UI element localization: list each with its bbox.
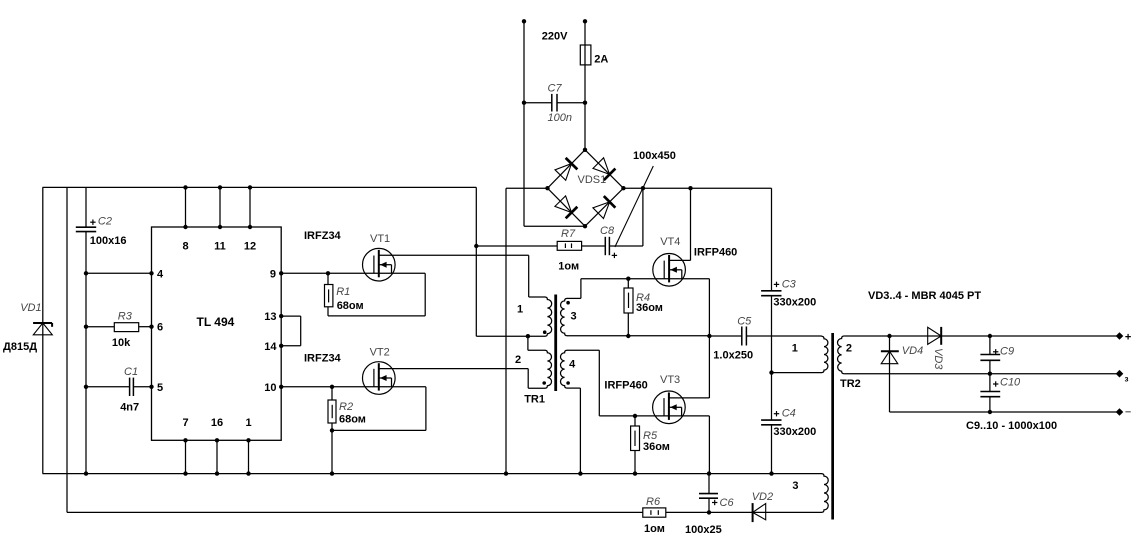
svg-text:16: 16 — [211, 417, 223, 429]
svg-text:13: 13 — [264, 311, 276, 323]
svg-text:12: 12 — [244, 240, 256, 252]
svg-text:36ом: 36ом — [643, 441, 670, 453]
svg-text:8: 8 — [182, 240, 188, 252]
svg-text:IRFZ34: IRFZ34 — [304, 230, 342, 242]
svg-text:C2: C2 — [98, 215, 112, 227]
svg-text:10k: 10k — [112, 337, 131, 349]
svg-text:C3: C3 — [782, 278, 797, 290]
svg-text:7: 7 — [182, 417, 188, 429]
svg-text:IRFP460: IRFP460 — [604, 380, 647, 392]
svg-text:R7: R7 — [561, 228, 576, 240]
svg-text:R2: R2 — [339, 401, 353, 413]
svg-text:R4: R4 — [636, 292, 650, 304]
svg-text:C7: C7 — [548, 82, 563, 94]
svg-text:C1: C1 — [124, 366, 138, 378]
svg-text:1: 1 — [245, 417, 251, 429]
svg-text:9: 9 — [270, 268, 276, 280]
svg-text:−: − — [1125, 406, 1131, 418]
svg-text:R3: R3 — [118, 310, 133, 322]
svg-text:VD3..4 - MBR 4045 PT: VD3..4 - MBR 4045 PT — [868, 290, 981, 302]
svg-text:1ом: 1ом — [558, 261, 579, 273]
svg-text:IRFZ34: IRFZ34 — [304, 352, 342, 364]
svg-text:10: 10 — [264, 382, 276, 394]
svg-text:C8: C8 — [600, 225, 615, 237]
svg-text:C9: C9 — [1000, 345, 1014, 357]
svg-text:330x200: 330x200 — [773, 297, 816, 309]
svg-text:C10: C10 — [1000, 377, 1021, 389]
svg-text:68ом: 68ом — [339, 414, 366, 426]
svg-text:11: 11 — [214, 240, 226, 252]
svg-text:2: 2 — [515, 354, 521, 366]
svg-text:100x450: 100x450 — [633, 150, 676, 162]
svg-text:3: 3 — [792, 480, 798, 492]
svg-text:68ом: 68ом — [337, 300, 364, 312]
svg-text:100n: 100n — [548, 112, 572, 124]
svg-text:5: 5 — [157, 382, 163, 394]
svg-text:VDS1: VDS1 — [578, 174, 607, 186]
svg-text:100x25: 100x25 — [685, 524, 722, 536]
svg-text:з: з — [1125, 375, 1129, 384]
svg-text:VD4: VD4 — [902, 345, 923, 357]
svg-text:C4: C4 — [782, 408, 796, 420]
svg-text:C6: C6 — [720, 497, 735, 509]
svg-text:VD1: VD1 — [20, 302, 41, 314]
svg-text:VD3: VD3 — [932, 348, 944, 370]
svg-text:100x16: 100x16 — [90, 235, 127, 247]
svg-text:6: 6 — [157, 322, 163, 334]
svg-text:TL 494: TL 494 — [197, 315, 235, 329]
svg-text:C5: C5 — [737, 315, 752, 327]
svg-text:3: 3 — [570, 310, 576, 322]
svg-text:TR1: TR1 — [524, 394, 545, 406]
svg-text:R5: R5 — [643, 430, 658, 442]
svg-text:C9..10 - 1000x100: C9..10 - 1000x100 — [966, 420, 1057, 432]
svg-text:4: 4 — [569, 358, 576, 370]
svg-text:1.0x250: 1.0x250 — [713, 350, 753, 362]
svg-text:VT3: VT3 — [660, 374, 680, 386]
svg-text:4n7: 4n7 — [120, 401, 139, 413]
svg-text:14: 14 — [264, 341, 277, 353]
svg-text:2A: 2A — [594, 54, 608, 66]
svg-text:TR2: TR2 — [840, 378, 861, 390]
svg-text:36ом: 36ом — [636, 302, 663, 314]
svg-text:VT4: VT4 — [660, 236, 680, 248]
svg-text:R1: R1 — [336, 286, 350, 298]
svg-text:2: 2 — [846, 343, 852, 355]
svg-text:1ом: 1ом — [644, 523, 665, 535]
svg-text:330x200: 330x200 — [773, 426, 816, 438]
svg-text:1: 1 — [517, 304, 523, 316]
svg-text:VT1: VT1 — [370, 233, 390, 245]
svg-text:IRFP460: IRFP460 — [694, 246, 737, 258]
svg-text:1: 1 — [792, 343, 798, 355]
svg-text:4: 4 — [157, 268, 164, 280]
svg-text:Д815Д: Д815Д — [3, 341, 37, 353]
svg-text:VT2: VT2 — [370, 347, 390, 359]
svg-text:220V: 220V — [542, 31, 568, 43]
svg-text:+: + — [1125, 332, 1131, 344]
svg-text:VD2: VD2 — [752, 491, 773, 503]
svg-text:R6: R6 — [646, 496, 661, 508]
